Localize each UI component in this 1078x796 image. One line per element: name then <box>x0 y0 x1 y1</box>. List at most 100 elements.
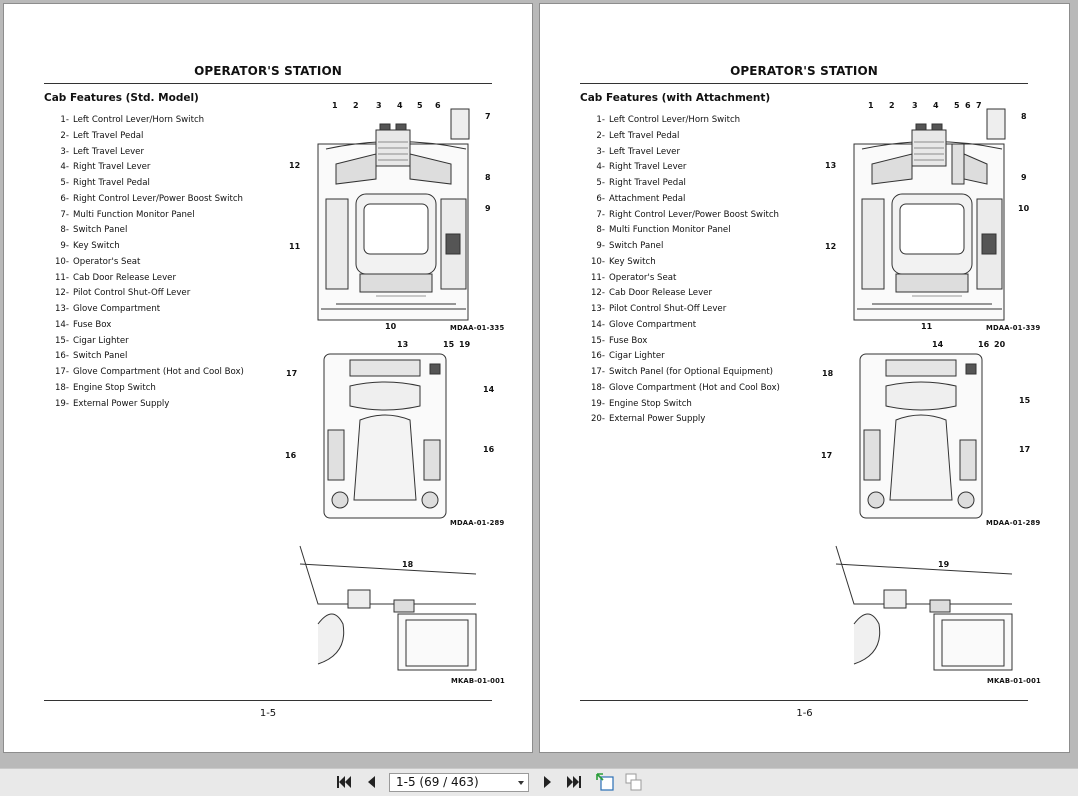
navigation-toolbar: 1-5 (69 / 463) <box>0 768 1078 796</box>
header-rule <box>44 83 492 84</box>
callout-9: 9 <box>1021 173 1027 182</box>
last-page-icon[interactable] <box>564 772 584 792</box>
callout-10: 10 <box>385 322 397 331</box>
list-item: 7-Multi Function Monitor Panel <box>60 209 195 220</box>
callout-8: 8 <box>485 173 491 182</box>
callout-15: 15 <box>443 340 455 349</box>
engine-stop-switch-illustration <box>834 544 1014 672</box>
section-title: Cab Features (with Attachment) <box>580 92 771 104</box>
callout-6: 6 <box>435 101 441 110</box>
page-selector[interactable]: 1-5 (69 / 463) <box>389 773 529 792</box>
callout-13: 13 <box>825 161 837 170</box>
callout-9: 9 <box>485 204 491 213</box>
list-item: 12-Pilot Control Shut-Off Lever <box>54 288 191 299</box>
list-item: 9-Key Switch <box>60 241 120 251</box>
callout-19: 19 <box>938 560 950 569</box>
engine-stop-switch-illustration <box>298 544 478 672</box>
figure-code: MKAB-01-001 <box>987 677 1041 685</box>
list-item: 8-Multi Function Monitor Panel <box>596 225 731 236</box>
cab-overview-illustration <box>316 104 476 322</box>
callout-5: 5 <box>954 101 960 110</box>
list-item: 4-Right Travel Lever <box>596 162 687 173</box>
figure-code: MDAA-01-289 <box>986 519 1041 527</box>
footer-rule <box>44 700 492 701</box>
callout-6: 6 <box>965 101 971 110</box>
continuous-page-icon[interactable] <box>623 772 643 792</box>
callout-7: 7 <box>976 101 982 110</box>
list-item: 3-Left Travel Lever <box>60 146 145 157</box>
list-item: 18-Engine Stop Switch <box>54 382 156 393</box>
list-item: 15-Cigar Lighter <box>54 335 129 346</box>
callout-16-right: 16 <box>483 445 495 454</box>
callout-14: 14 <box>932 340 944 349</box>
list-item: 8-Switch Panel <box>60 225 128 236</box>
page-number: 1-6 <box>796 708 813 719</box>
callout-1: 1 <box>868 101 874 110</box>
feature-list: 1-Left Control Lever/Horn Switch 2-Left … <box>48 113 244 412</box>
figure-code: MDAA-01-339 <box>986 324 1041 332</box>
list-item: 16-Cigar Lighter <box>590 351 665 362</box>
feature-list: 1-Left Control Lever/Horn Switch 2-Left … <box>584 113 780 428</box>
list-item: 6-Right Control Lever/Power Boost Switch <box>60 193 243 204</box>
console-illustration <box>856 350 986 522</box>
list-item: 18-Glove Compartment (Hot and Cool Box) <box>590 382 780 393</box>
callout-2: 2 <box>353 101 359 110</box>
callout-16: 16 <box>978 340 990 349</box>
callout-11: 11 <box>921 322 933 331</box>
list-item: 19-Engine Stop Switch <box>590 398 692 409</box>
document-page-right: OPERATOR'S STATION Cab Features (with At… <box>540 4 1069 752</box>
header-rule <box>580 83 1028 84</box>
fit-page-icon[interactable] <box>594 772 614 792</box>
list-item: 12-Cab Door Release Lever <box>590 288 712 299</box>
list-item: 9-Switch Panel <box>596 241 664 251</box>
callout-3: 3 <box>376 101 382 110</box>
page-header: OPERATOR'S STATION <box>730 64 878 78</box>
list-item: 14-Fuse Box <box>54 319 112 330</box>
list-item: 2-Left Travel Pedal <box>60 130 144 141</box>
list-item: 16-Switch Panel <box>54 351 128 362</box>
callout-18: 18 <box>402 560 414 569</box>
figure-code: MKAB-01-001 <box>451 677 505 685</box>
list-item: 17-Glove Compartment (Hot and Cool Box) <box>54 367 244 377</box>
figure-code: MDAA-01-289 <box>450 519 505 527</box>
list-item: 11-Cab Door Release Lever <box>54 272 176 283</box>
callout-16-left: 16 <box>285 451 297 460</box>
list-item: 11-Operator's Seat <box>590 272 677 283</box>
callout-14: 14 <box>483 385 495 394</box>
list-item: 2-Left Travel Pedal <box>596 130 680 141</box>
list-item: 20-External Power Supply <box>590 414 706 425</box>
chevron-down-icon <box>518 781 524 785</box>
callout-13: 13 <box>397 340 409 349</box>
callout-2: 2 <box>889 101 895 110</box>
callout-1: 1 <box>332 101 338 110</box>
console-illustration <box>320 350 450 522</box>
callout-3: 3 <box>912 101 918 110</box>
list-item: 13-Glove Compartment <box>54 304 161 314</box>
page-number: 1-5 <box>259 708 277 719</box>
list-item: 5-Right Travel Pedal <box>596 178 686 188</box>
list-item: 5-Right Travel Pedal <box>60 178 150 188</box>
next-page-icon[interactable] <box>537 772 557 792</box>
callout-17: 17 <box>286 369 298 378</box>
first-page-icon[interactable] <box>334 772 354 792</box>
callout-15: 15 <box>1019 396 1031 405</box>
callout-4: 4 <box>933 101 939 110</box>
callout-19: 19 <box>459 340 471 349</box>
list-item: 7-Right Control Lever/Power Boost Switch <box>596 209 779 220</box>
page-header: OPERATOR'S STATION <box>194 64 342 78</box>
list-item: 10-Key Switch <box>590 256 656 267</box>
list-item: 13-Pilot Control Shut-Off Lever <box>590 304 727 314</box>
list-item: 17-Switch Panel (for Optional Equipment) <box>590 367 774 377</box>
callout-10: 10 <box>1018 204 1030 213</box>
callout-12: 12 <box>289 161 301 170</box>
list-item: 6-Attachment Pedal <box>596 193 686 204</box>
previous-page-icon[interactable] <box>362 772 382 792</box>
figure-code: MDAA-01-335 <box>450 324 505 332</box>
document-page-left: OPERATOR'S STATION Cab Features (Std. Mo… <box>4 4 532 752</box>
callout-17-left: 17 <box>821 451 833 460</box>
page-indicator: 1-5 (69 / 463) <box>396 775 479 789</box>
callout-20: 20 <box>994 340 1006 349</box>
list-item: 15-Fuse Box <box>590 335 648 346</box>
callout-5: 5 <box>417 101 423 110</box>
footer-rule <box>580 700 1028 701</box>
